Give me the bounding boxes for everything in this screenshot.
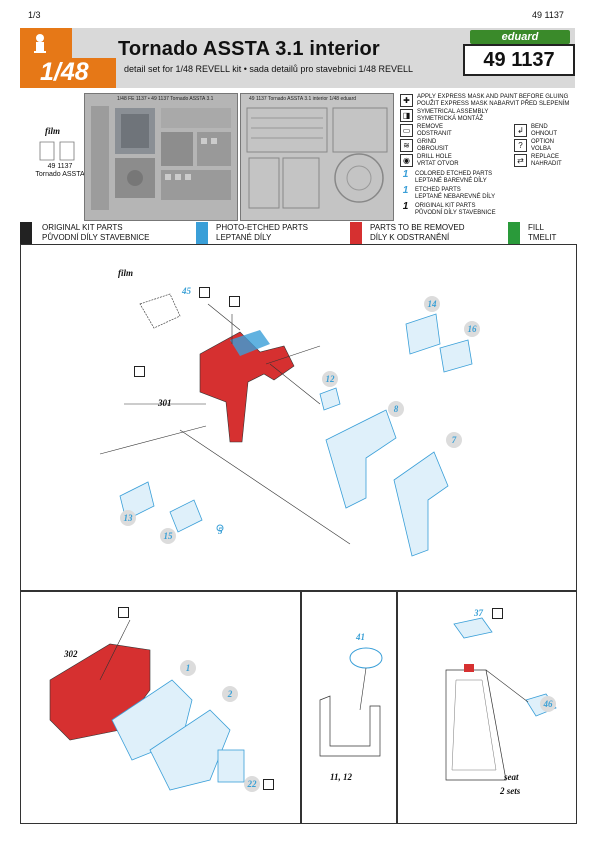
part-37: 37: [474, 608, 483, 618]
part-45: 45: [182, 286, 191, 296]
remove-icon: ▭: [400, 124, 413, 137]
legend-row: ✚ APPLY EXPRESS MASK AND PAINT BEFORE GL…: [400, 94, 580, 108]
fret-label-1: 1/48 FE 1137 • 49 1137 Tornado ASSTA 3.1: [117, 96, 214, 102]
symmetry-icon: ◨: [400, 109, 413, 122]
legend-row: 1 ETCHED PARTS LEPTANÉ NEBAREVNÉ DÍLY: [400, 185, 580, 201]
legend-row: ▭ REMOVE ODSTRANIT: [400, 124, 510, 138]
swatch-kit: [20, 222, 32, 244]
page-subtitle: detail set for 1/48 REVELL kit • sada de…: [124, 64, 413, 74]
grind-icon: [229, 296, 240, 307]
part-2: 2: [222, 686, 238, 702]
step-3-panel: [300, 590, 398, 824]
swatch-remove: [350, 222, 362, 244]
step-4-panel: [396, 590, 577, 824]
product-code: 49 1137: [463, 44, 575, 76]
scale-label: 1/48: [40, 58, 89, 86]
fret-photo-etched: 49 1137 Tornado ASSTA 3.1 interior 1/48 …: [240, 93, 394, 221]
bend-icon: ↲: [514, 124, 527, 137]
swatch-fill: [508, 222, 520, 244]
part-46: 46: [540, 696, 556, 712]
part-12: 12: [322, 371, 338, 387]
legend-row: ? OPTION VOLBA: [514, 139, 584, 153]
drill-icon: ◉: [400, 154, 413, 167]
part-1: 1: [180, 660, 196, 676]
page-title: Tornado ASSTA 3.1 interior: [118, 38, 380, 60]
grind-icon: ≋: [400, 139, 413, 152]
page-number: 1/3: [28, 10, 41, 20]
part-11-12: 11, 12: [330, 772, 353, 782]
legend-row: ≋ GRIND OBROUSIT: [400, 139, 510, 153]
part-15: 15: [160, 528, 176, 544]
part-16: 16: [464, 321, 480, 337]
swatch-etched: [196, 222, 208, 244]
step-2-drawing: [49, 619, 245, 791]
label-film: film: [118, 268, 133, 278]
legend: ✚ APPLY EXPRESS MASK AND PAINT BEFORE GL…: [400, 94, 585, 222]
mask-icon: ✚: [400, 94, 413, 107]
part-302: 302: [64, 649, 78, 659]
option-icon: ?: [514, 139, 527, 152]
film-text: 49 1137 Tornado ASSTA: [35, 163, 85, 178]
fret-photo-colored: 1/48 FE 1137 • 49 1137 Tornado ASSTA 3.1: [84, 93, 238, 221]
part-8: 8: [388, 401, 404, 417]
part-301: 301: [158, 398, 172, 408]
etched-parts-icon: 1: [402, 185, 409, 196]
part-13: 13: [120, 510, 136, 526]
part-22: 22: [244, 776, 260, 792]
legend-row: ◨ SYMETRICAL ASSEMBLY SYMETRICKÁ MONTÁŽ: [400, 109, 510, 123]
bend-icon: [263, 779, 274, 790]
part-5: 5: [218, 526, 223, 536]
seat-sets: 2 sets: [500, 786, 521, 796]
step-3-drawing: [319, 647, 383, 757]
bend-icon: [492, 608, 503, 619]
scale-banner: [20, 58, 116, 88]
step-2-panel: [20, 590, 302, 824]
symmetry-icon: [118, 607, 129, 618]
step-1-drawing: [99, 293, 473, 557]
part-7: 7: [446, 432, 462, 448]
replace-icon: ⇄: [514, 154, 527, 167]
part-41: 41: [356, 632, 365, 642]
film-label: film: [45, 126, 60, 136]
legend-row: ◉ DRILL HOLE VRTAT OTVOR: [400, 154, 510, 168]
symmetry-icon: [134, 366, 145, 377]
legend-row: ⇄ REPLACE NAHRADIT: [514, 154, 584, 168]
seat-label: seat: [504, 772, 519, 782]
brand-logo: eduard: [470, 30, 570, 44]
legend-row: 1 COLORED ETCHED PARTS LEPTANÉ BAREVNÉ D…: [400, 169, 580, 185]
legend-row: ↲ BEND OHNOUT: [514, 124, 584, 138]
page-code: 49 1137: [532, 10, 564, 20]
part-14: 14: [424, 296, 440, 312]
film-shape: [39, 141, 75, 161]
legend-row: 1 ORIGINAL KIT PARTS PŮVODNÍ DÍLY STAVEB…: [400, 201, 580, 217]
bend-icon: [199, 287, 210, 298]
step-1-panel: [20, 244, 577, 592]
kit-parts-icon: 1: [402, 201, 409, 212]
fret-label-2: 49 1137 Tornado ASSTA 3.1 interior 1/48 …: [249, 96, 357, 102]
eduard-mascot-icon: [34, 34, 46, 53]
colored-parts-icon: 1: [402, 169, 409, 180]
